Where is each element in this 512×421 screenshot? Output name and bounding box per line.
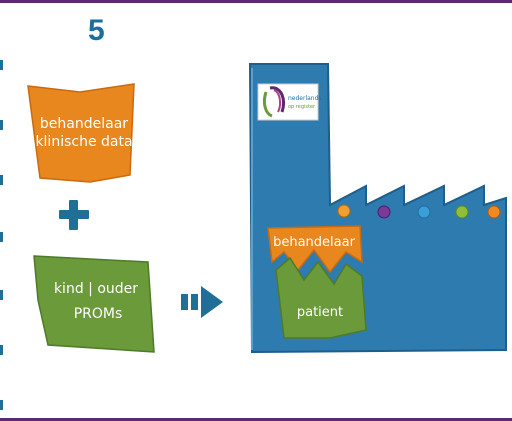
behandelaar-data-line2: klinische data	[35, 134, 132, 150]
bottom-border	[0, 418, 512, 421]
arrow-right-icon	[181, 286, 223, 318]
factory: nederlands op register behandelaar patie…	[248, 63, 507, 354]
top-border	[0, 0, 512, 3]
logo-text-2: op register	[288, 104, 316, 110]
factory-patient-card: patient	[275, 256, 367, 339]
kind-ouder-box: kind | ouder PROMs	[33, 255, 155, 353]
step-number: 5	[88, 14, 105, 47]
roof-ball-green	[455, 205, 469, 219]
kind-ouder-line1: kind | ouder	[54, 281, 138, 297]
behandelaar-data-line1: behandelaar	[40, 116, 128, 132]
registry-logo: nederlands op register	[257, 83, 322, 121]
roof-ball-purple	[377, 205, 391, 219]
roof-ball-orange	[337, 204, 351, 218]
logo-text-1: nederlands	[288, 95, 322, 102]
factory-behandelaar-label: behandelaar	[273, 235, 355, 250]
roof-ball-orange-2	[487, 205, 501, 219]
roof-ball-blue	[417, 205, 431, 219]
kind-ouder-line2: PROMs	[74, 306, 123, 322]
left-margin-ticks	[0, 0, 3, 421]
plus-icon	[59, 200, 89, 230]
behandelaar-data-box: behandelaar klinische data	[27, 83, 135, 183]
factory-patient-label: patient	[297, 305, 343, 320]
